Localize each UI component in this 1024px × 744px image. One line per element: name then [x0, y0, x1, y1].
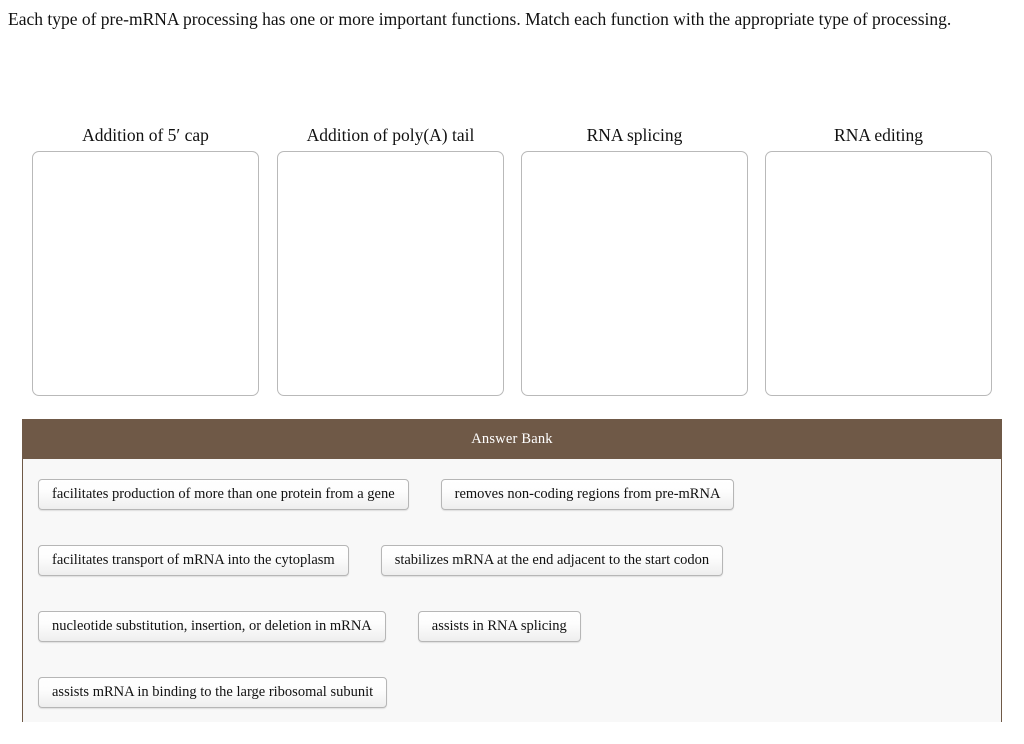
answer-tile[interactable]: facilitates production of more than one …: [38, 478, 409, 510]
answer-bank-header: Answer Bank: [23, 420, 1001, 459]
answer-bank-row: nucleotide substitution, insertion, or d…: [38, 610, 991, 642]
column-title: Addition of 5′ cap: [82, 125, 209, 145]
drop-zone-columns: Addition of 5′ cap Addition of poly(A) t…: [0, 124, 1024, 399]
dropzone-rna-splicing[interactable]: [521, 151, 748, 396]
answer-bank-row: facilitates transport of mRNA into the c…: [38, 544, 991, 576]
column-title: RNA editing: [834, 125, 923, 145]
answer-bank-row: assists mRNA in binding to the large rib…: [38, 676, 991, 708]
column-addition-of-poly-a-tail: Addition of poly(A) tail: [277, 124, 504, 396]
answer-tile[interactable]: assists mRNA in binding to the large rib…: [38, 676, 388, 708]
column-title: Addition of poly(A) tail: [306, 125, 475, 145]
answer-bank-title: Answer Bank: [471, 431, 553, 447]
column-title: RNA splicing: [586, 125, 683, 145]
answer-bank-body: facilitates production of more than one …: [23, 459, 1001, 722]
answer-tile[interactable]: facilitates transport of mRNA into the c…: [38, 544, 349, 576]
answer-bank-row: facilitates production of more than one …: [38, 478, 991, 510]
column-rna-splicing: RNA splicing: [521, 124, 748, 396]
dropzone-rna-editing[interactable]: [765, 151, 992, 396]
answer-tile[interactable]: stabilizes mRNA at the end adjacent to t…: [380, 544, 724, 576]
column-rna-editing: RNA editing: [765, 124, 992, 396]
question-prompt: Each type of pre-mRNA processing has one…: [8, 9, 952, 29]
answer-tile[interactable]: removes non-coding regions from pre-mRNA: [440, 478, 735, 510]
answer-tile[interactable]: assists in RNA splicing: [417, 610, 581, 642]
dropzone-addition-of-5-cap[interactable]: [32, 151, 259, 396]
answer-tile[interactable]: nucleotide substitution, insertion, or d…: [38, 610, 386, 642]
column-addition-of-5-cap: Addition of 5′ cap: [32, 124, 259, 396]
dropzone-addition-of-poly-a-tail[interactable]: [277, 151, 504, 396]
answer-bank: Answer Bank facilitates production of mo…: [22, 419, 1002, 722]
